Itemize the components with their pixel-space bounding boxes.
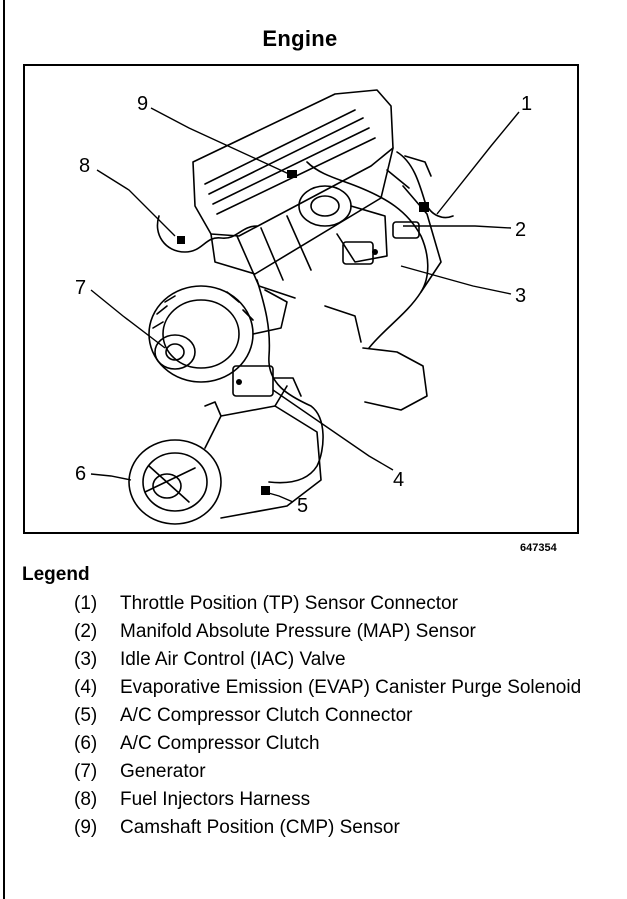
legend-item-text: Fuel Injectors Harness bbox=[120, 789, 311, 810]
legend-item-number: (3) bbox=[74, 649, 98, 670]
legend-item-text: Generator bbox=[120, 761, 206, 782]
legend-item-number: (1) bbox=[74, 593, 98, 614]
throttle-body bbox=[298, 185, 352, 227]
leader-line-9 bbox=[150, 107, 290, 175]
page-title: Engine bbox=[262, 26, 338, 51]
valve-cover-outline bbox=[192, 89, 394, 237]
cylinder-head-lower bbox=[210, 147, 394, 275]
engine-diagram: 1 2 3 4 5 6 7 8 9 bbox=[23, 64, 579, 534]
callout-2: 2 bbox=[515, 219, 526, 241]
legend-item: (8) Fuel Injectors Harness bbox=[74, 788, 614, 812]
valve-cover-ribs bbox=[204, 109, 376, 215]
legend-item: (9) Camshaft Position (CMP) Sensor bbox=[74, 816, 614, 840]
legend-item-text: Idle Air Control (IAC) Valve bbox=[120, 649, 346, 670]
legend-item: (2) Manifold Absolute Pressure (MAP) Sen… bbox=[74, 620, 614, 644]
legend-item: (4) Evaporative Emission (EVAP) Canister… bbox=[74, 676, 614, 700]
legend-item-text: Manifold Absolute Pressure (MAP) Sensor bbox=[120, 621, 476, 642]
leader-line-8 bbox=[96, 169, 176, 237]
legend-item-text: A/C Compressor Clutch bbox=[120, 733, 320, 754]
lower-wiring-harness bbox=[256, 279, 324, 484]
legend-item-text: Throttle Position (TP) Sensor Connector bbox=[120, 593, 458, 614]
legend-item-text: Camshaft Position (CMP) Sensor bbox=[120, 817, 400, 838]
legend-item-text: Evaporative Emission (EVAP) Canister Pur… bbox=[120, 677, 582, 698]
legend-item-text: A/C Compressor Clutch Connector bbox=[120, 705, 413, 726]
callout-8: 8 bbox=[79, 155, 90, 177]
leader-line-3 bbox=[400, 265, 512, 295]
fuel-injector-harness bbox=[156, 215, 258, 253]
leader-line-5 bbox=[264, 491, 294, 503]
page-left-rule bbox=[3, 0, 5, 899]
legend-item-number: (9) bbox=[74, 817, 98, 838]
leader-line-7 bbox=[90, 289, 166, 349]
callout-5: 5 bbox=[297, 495, 308, 517]
legend-title: Legend bbox=[22, 564, 90, 585]
leader-line-1 bbox=[436, 111, 520, 215]
legend-list: (1) Throttle Position (TP) Sensor Connec… bbox=[74, 592, 614, 844]
main-wiring-harness bbox=[306, 161, 429, 349]
callout-1: 1 bbox=[521, 93, 532, 115]
legend-item: (3) Idle Air Control (IAC) Valve bbox=[74, 648, 614, 672]
legend-item-number: (4) bbox=[74, 677, 98, 698]
callout-7: 7 bbox=[75, 277, 86, 299]
map-sensor-shape bbox=[392, 221, 420, 239]
legend-item: (1) Throttle Position (TP) Sensor Connec… bbox=[74, 592, 614, 616]
callout-9: 9 bbox=[137, 93, 148, 115]
legend-item: (6) A/C Compressor Clutch bbox=[74, 732, 614, 756]
legend-item-number: (8) bbox=[74, 789, 98, 810]
ac-compressor-clutch-shape bbox=[128, 439, 222, 525]
legend-item: (7) Generator bbox=[74, 760, 614, 784]
legend-item: (5) A/C Compressor Clutch Connector bbox=[74, 704, 614, 728]
legend-item-number: (6) bbox=[74, 733, 98, 754]
evap-solenoid-shape bbox=[232, 365, 274, 397]
legend-item-number: (5) bbox=[74, 705, 98, 726]
figure-id: 647354 bbox=[520, 542, 557, 554]
callout-3: 3 bbox=[515, 285, 526, 307]
engine-illustration: 1 2 3 4 5 6 7 8 9 bbox=[75, 89, 532, 525]
legend-item-number: (2) bbox=[74, 621, 98, 642]
legend-item-number: (7) bbox=[74, 761, 98, 782]
callout-6: 6 bbox=[75, 463, 86, 485]
leader-line-6 bbox=[90, 473, 132, 481]
leader-line-2 bbox=[403, 225, 512, 229]
callout-4: 4 bbox=[393, 469, 404, 491]
leader-line-4 bbox=[272, 389, 394, 471]
